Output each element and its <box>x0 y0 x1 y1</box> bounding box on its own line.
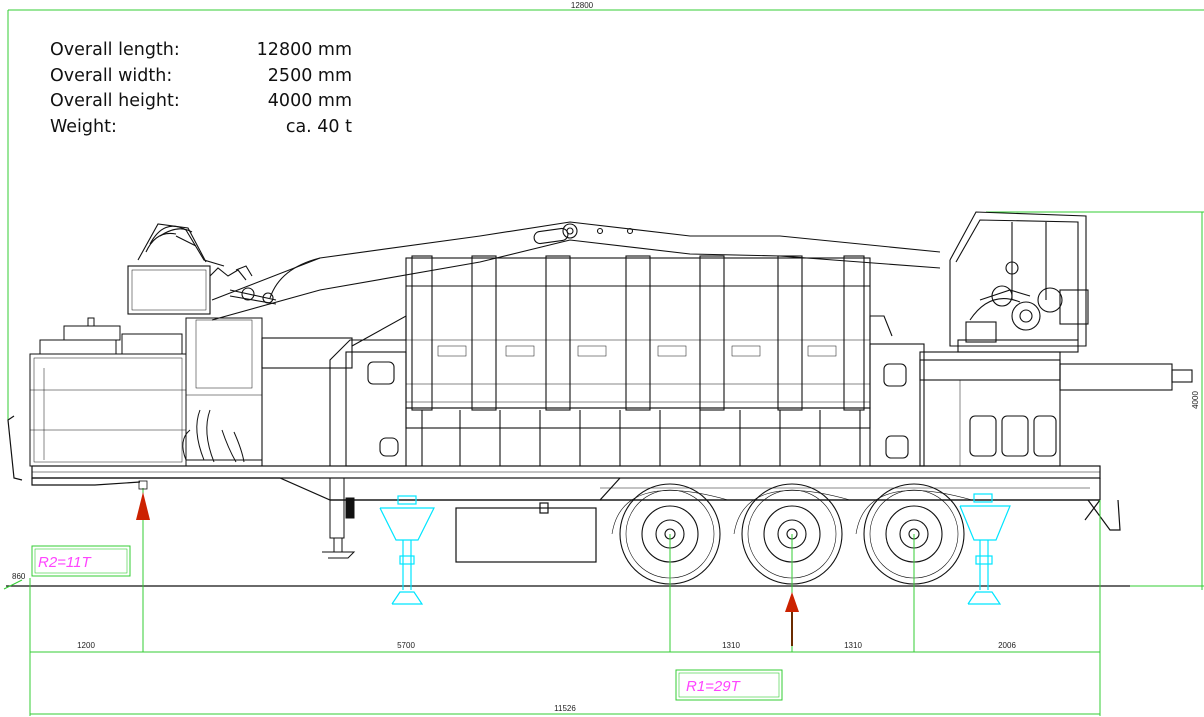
spec-row-length: Overall length: 12800 mm <box>50 38 352 64</box>
height-dim-label: 4000 <box>1191 391 1200 409</box>
outrigger-front <box>379 495 435 605</box>
reaction-label-r2: R2=11T <box>38 554 93 571</box>
spec-value: 4000 mm <box>267 91 352 111</box>
crane-arm <box>127 221 941 321</box>
reaction-label-r1: R1=29T <box>686 678 742 695</box>
specification-list: Overall length: 12800 mm Overall width: … <box>50 38 352 140</box>
ground-reference-mark: 860 <box>3 572 26 590</box>
spec-label: Weight: <box>50 116 117 137</box>
dim-total-bottom: 11526 <box>554 704 576 713</box>
dim-segment-4: 1310 <box>844 641 862 650</box>
reaction-label-r1-box: R1=29T <box>675 669 783 701</box>
spec-label: Overall height: <box>50 91 180 111</box>
spec-label: Overall length: <box>50 40 180 60</box>
overall-length-dimension <box>7 9 1204 420</box>
outrigger-rear <box>959 493 1011 605</box>
dim-segment-1: 1200 <box>77 641 95 650</box>
trailer-chassis <box>7 415 1121 563</box>
reaction-arrow-r2 <box>136 480 150 652</box>
dim-segment-5: 2006 <box>998 641 1016 650</box>
spec-row-width: Overall width: 2500 mm <box>50 64 352 90</box>
bottom-dimension-chain <box>30 651 1100 715</box>
spec-label: Overall width: <box>50 65 173 86</box>
spec-value: ca. 40 t <box>285 116 352 137</box>
ground-ref-label: 860 <box>12 572 26 581</box>
overall-length-dim-label: 12800 <box>571 1 594 10</box>
reaction-arrow-r1 <box>785 534 799 652</box>
axle-reference-lines <box>29 500 1101 716</box>
spec-row-height: Overall height: 4000 mm <box>50 89 352 115</box>
operator-cab <box>949 211 1089 353</box>
spec-row-weight: Weight: ca. 40 t <box>50 115 352 141</box>
reaction-label-r2-box: R2=11T <box>31 545 131 577</box>
spec-value: 12800 mm <box>256 40 352 60</box>
main-container-body <box>261 255 1193 467</box>
landing-leg <box>322 477 356 559</box>
dim-segment-2: 5700 <box>397 641 415 650</box>
height-dimension <box>986 211 1204 590</box>
power-pack <box>29 317 263 467</box>
dim-segment-3: 1310 <box>722 641 740 650</box>
spec-value: 2500 mm <box>267 65 352 86</box>
